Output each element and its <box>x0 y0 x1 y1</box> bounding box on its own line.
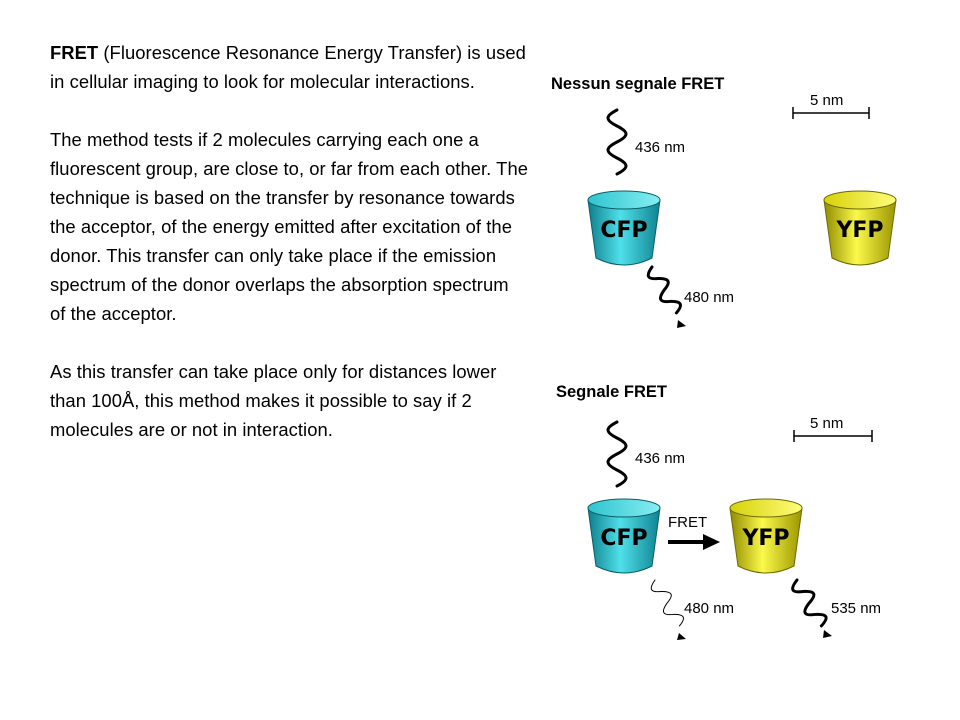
cfp-barrel: CFP <box>587 190 661 266</box>
fret-definition: (Fluorescence Resonance Energy Transfer)… <box>50 42 526 92</box>
fret-transfer-arrow: FRET <box>668 514 720 550</box>
scale-label: 5 nm <box>810 415 843 432</box>
panel-no-fret: Nessun segnale FRET 5 nm 436 nm CFP YFP … <box>551 75 897 328</box>
cfp-label: CFP <box>600 526 647 551</box>
donor-emission-label: 480 nm <box>684 600 734 617</box>
acceptor-emission-wave <box>791 578 828 628</box>
fret-transfer-label: FRET <box>668 514 707 531</box>
cfp-barrel: CFP <box>587 498 661 574</box>
scale-bar: 5 nm <box>793 415 873 442</box>
donor-emission-wave-faint <box>650 579 684 627</box>
yfp-barrel: YFP <box>729 498 803 574</box>
arrow-right-icon <box>703 534 720 550</box>
panel-fret-title: Segnale FRET <box>556 383 667 401</box>
yfp-label: YFP <box>741 526 789 551</box>
excitation-label: 436 nm <box>635 450 685 467</box>
donor-emission-label: 480 nm <box>684 289 734 306</box>
scale-bar: 5 nm <box>792 92 870 119</box>
panel-fret: Segnale FRET 5 nm 436 nm CFP FRET YFP 48… <box>556 383 881 640</box>
acceptor-emission-label: 535 nm <box>831 600 881 617</box>
excitation-wave <box>606 108 628 176</box>
description-text: FRET (Fluorescence Resonance Energy Tran… <box>50 38 528 473</box>
fret-term: FRET <box>50 42 99 63</box>
paragraph-fret-definition: FRET (Fluorescence Resonance Energy Tran… <box>50 38 528 96</box>
panel-no-fret-title: Nessun segnale FRET <box>551 75 724 93</box>
emission-arrow-icon <box>677 320 686 328</box>
emission-arrow-icon <box>677 633 686 640</box>
paragraph-distance: As this transfer can take place only for… <box>50 361 497 440</box>
paragraph-method: The method tests if 2 molecules carrying… <box>50 129 529 324</box>
scale-label: 5 nm <box>810 92 843 109</box>
excitation-label: 436 nm <box>635 139 685 156</box>
excitation-wave <box>606 420 628 488</box>
yfp-label: YFP <box>835 218 883 243</box>
donor-emission-wave <box>646 265 682 315</box>
cfp-label: CFP <box>600 218 647 243</box>
yfp-barrel: YFP <box>823 190 897 266</box>
emission-arrow-icon <box>823 630 832 638</box>
